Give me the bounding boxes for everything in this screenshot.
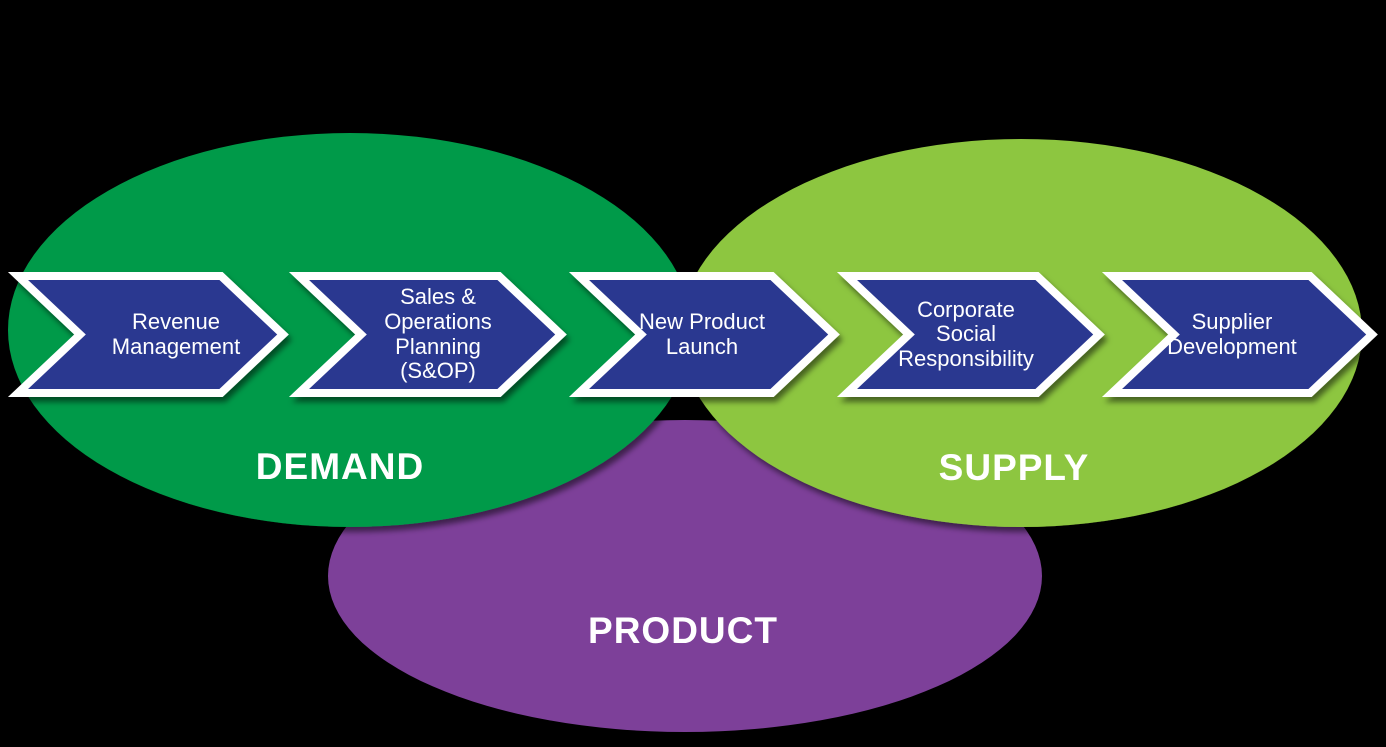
demand-ellipse	[8, 133, 692, 527]
process-arrows	[7, 272, 1378, 397]
process-step-1-arrow	[7, 272, 289, 397]
process-step-2-arrow	[288, 272, 567, 397]
process-step-4-arrow	[836, 272, 1105, 397]
process-step-3-arrow	[568, 272, 840, 397]
process-step-5-arrow	[1101, 272, 1378, 397]
